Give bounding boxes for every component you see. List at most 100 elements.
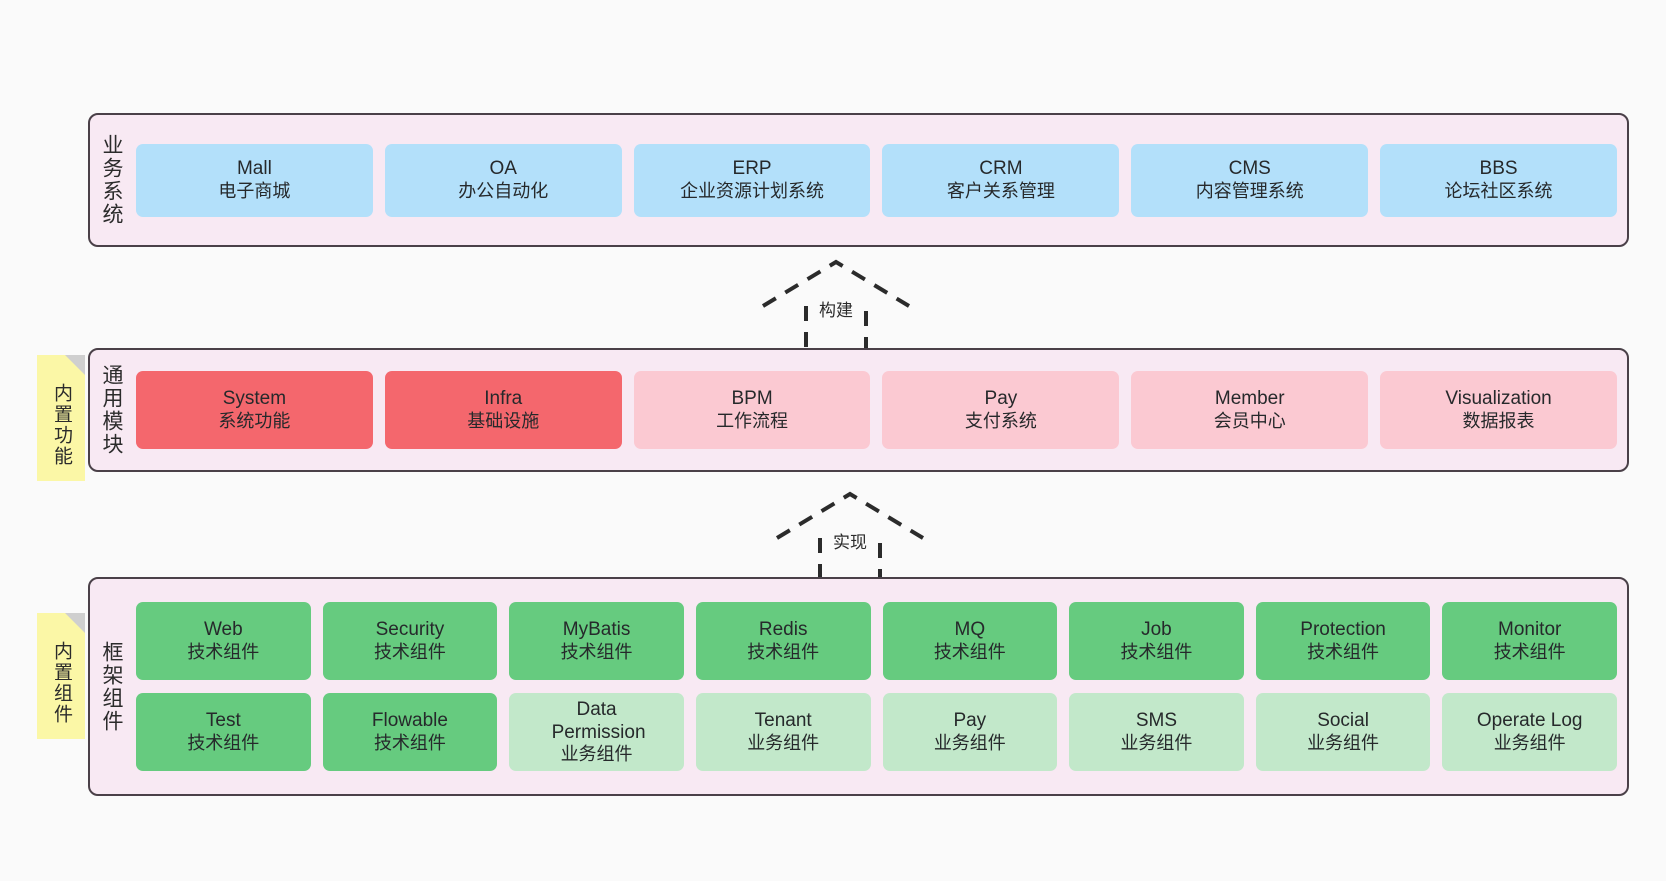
arrow-build: 构建	[761, 258, 911, 353]
node-redis[interactable]: Redis 技术组件	[695, 602, 871, 680]
node-title: Tenant	[754, 710, 812, 732]
node-subtitle: 支付系统	[964, 410, 1037, 431]
section-business-systems: 业务系统 Mall 电子商城 OA 办公自动化 ERP 企业资源计划系统 CRM…	[88, 113, 1629, 247]
node-crm[interactable]: CRM 客户关系管理	[882, 143, 1120, 217]
section-common-modules: 通用模块 System 系统功能 Infra 基础设施 BPM 工作流程 Pay…	[88, 348, 1629, 472]
node-title: BPM	[731, 388, 773, 410]
node-visualization[interactable]: Visualization 数据报表	[1380, 371, 1617, 449]
node-title: CRM	[979, 158, 1023, 180]
node-row: System 系统功能 Infra 基础设施 BPM 工作流程 Pay 支付系统…	[136, 371, 1617, 449]
node-subtitle: 业务组件	[560, 744, 633, 765]
node-title: Member	[1214, 388, 1285, 410]
arrow-implement: 实现	[775, 490, 925, 585]
node-row: Mall 电子商城 OA 办公自动化 ERP 企业资源计划系统 CRM 客户关系…	[136, 143, 1617, 217]
section-label-common-modules: 通用模块	[100, 364, 124, 456]
node-sms[interactable]: SMS 业务组件	[1069, 693, 1244, 771]
node-title: Monitor	[1498, 619, 1562, 641]
note-builtin-components: 内置组件	[37, 613, 85, 739]
node-title: Visualization	[1445, 388, 1552, 410]
node-title: MyBatis	[562, 619, 631, 641]
node-subtitle: 技术组件	[560, 641, 633, 662]
section-label-business-systems: 业务系统	[100, 134, 124, 226]
node-infra[interactable]: Infra 基础设施	[384, 371, 622, 449]
node-title: Infra	[484, 388, 523, 410]
node-social[interactable]: Social 业务组件	[1255, 693, 1431, 771]
node-subtitle: 数据报表	[1462, 410, 1535, 431]
section-body-business-systems: Mall 电子商城 OA 办公自动化 ERP 企业资源计划系统 CRM 客户关系…	[132, 143, 1627, 217]
node-title: Redis	[758, 619, 808, 641]
node-subtitle: 内容管理系统	[1195, 180, 1304, 201]
node-title: Social	[1317, 710, 1369, 732]
node-subtitle: 客户关系管理	[946, 180, 1055, 201]
node-subtitle: 技术组件	[1307, 641, 1380, 662]
node-web[interactable]: Web 技术组件	[136, 602, 311, 680]
node-subtitle: 业务组件	[1307, 732, 1380, 753]
node-operate-log[interactable]: Operate Log 业务组件	[1442, 693, 1617, 771]
node-pay-business[interactable]: Pay 业务组件	[882, 693, 1058, 771]
node-subtitle: 论坛社区系统	[1444, 180, 1553, 201]
node-title: Data Permission	[551, 698, 646, 744]
node-row: Test 技术组件 Flowable 技术组件 Data Permission …	[136, 693, 1617, 771]
node-bpm[interactable]: BPM 工作流程	[633, 371, 871, 449]
section-body-framework-components: Web 技术组件 Security 技术组件 MyBatis 技术组件 Redi…	[132, 602, 1627, 771]
node-oa[interactable]: OA 办公自动化	[384, 143, 622, 217]
node-erp[interactable]: ERP 企业资源计划系统	[633, 143, 871, 217]
note-fold-corner	[65, 355, 85, 375]
node-subtitle: 技术组件	[1120, 641, 1193, 662]
node-pay[interactable]: Pay 支付系统	[882, 371, 1120, 449]
node-title: SMS	[1135, 710, 1178, 732]
node-mq[interactable]: MQ 技术组件	[882, 602, 1058, 680]
node-subtitle: 办公自动化	[458, 180, 549, 201]
node-subtitle: 技术组件	[933, 641, 1006, 662]
node-title: Flowable	[371, 710, 448, 732]
section-body-common-modules: System 系统功能 Infra 基础设施 BPM 工作流程 Pay 支付系统…	[132, 371, 1627, 449]
node-subtitle: 技术组件	[373, 732, 446, 753]
node-row: Web 技术组件 Security 技术组件 MyBatis 技术组件 Redi…	[136, 602, 1617, 680]
section-label-framework-components: 框架组件	[100, 640, 124, 733]
node-subtitle: 电子商城	[218, 180, 291, 201]
node-mall[interactable]: Mall 电子商城	[136, 143, 373, 217]
node-title: Pay	[953, 710, 987, 732]
node-subtitle: 基础设施	[467, 410, 540, 431]
node-title: ERP	[732, 158, 772, 180]
node-title: Job	[1141, 619, 1172, 641]
node-subtitle: 技术组件	[747, 641, 820, 662]
node-bbs[interactable]: BBS 论坛社区系统	[1380, 143, 1617, 217]
node-protection[interactable]: Protection 技术组件	[1255, 602, 1431, 680]
node-subtitle: 会员中心	[1213, 410, 1286, 431]
node-title: System	[222, 388, 287, 410]
node-title: OA	[489, 158, 517, 180]
node-title: Security	[375, 619, 445, 641]
node-subtitle: 技术组件	[187, 732, 260, 753]
node-subtitle: 系统功能	[218, 410, 291, 431]
node-title: BBS	[1479, 158, 1518, 180]
node-flowable[interactable]: Flowable 技术组件	[322, 693, 498, 771]
node-title: MQ	[954, 619, 986, 641]
node-subtitle: 业务组件	[933, 732, 1006, 753]
node-title: Test	[205, 710, 241, 732]
note-label: 内置功能	[50, 383, 72, 467]
node-subtitle: 业务组件	[1120, 732, 1193, 753]
arrow-implement-label: 实现	[831, 528, 869, 553]
node-subtitle: 业务组件	[1493, 732, 1566, 753]
node-title: Pay	[984, 388, 1018, 410]
node-data-permission[interactable]: Data Permission 业务组件	[509, 693, 684, 771]
node-title: Web	[203, 619, 243, 641]
note-label: 内置组件	[50, 641, 72, 725]
node-tenant[interactable]: Tenant 业务组件	[695, 693, 871, 771]
node-title: Operate Log	[1476, 710, 1583, 732]
node-member[interactable]: Member 会员中心	[1131, 371, 1369, 449]
node-subtitle: 技术组件	[1493, 641, 1566, 662]
node-system[interactable]: System 系统功能	[136, 371, 373, 449]
note-fold-corner	[65, 613, 85, 633]
node-subtitle: 工作流程	[716, 410, 789, 431]
node-subtitle: 业务组件	[747, 732, 820, 753]
node-monitor[interactable]: Monitor 技术组件	[1442, 602, 1617, 680]
node-job[interactable]: Job 技术组件	[1069, 602, 1244, 680]
node-security[interactable]: Security 技术组件	[322, 602, 498, 680]
node-title: Protection	[1300, 619, 1386, 641]
node-test[interactable]: Test 技术组件	[136, 693, 311, 771]
node-cms[interactable]: CMS 内容管理系统	[1131, 143, 1369, 217]
node-subtitle: 技术组件	[187, 641, 260, 662]
node-mybatis[interactable]: MyBatis 技术组件	[509, 602, 684, 680]
